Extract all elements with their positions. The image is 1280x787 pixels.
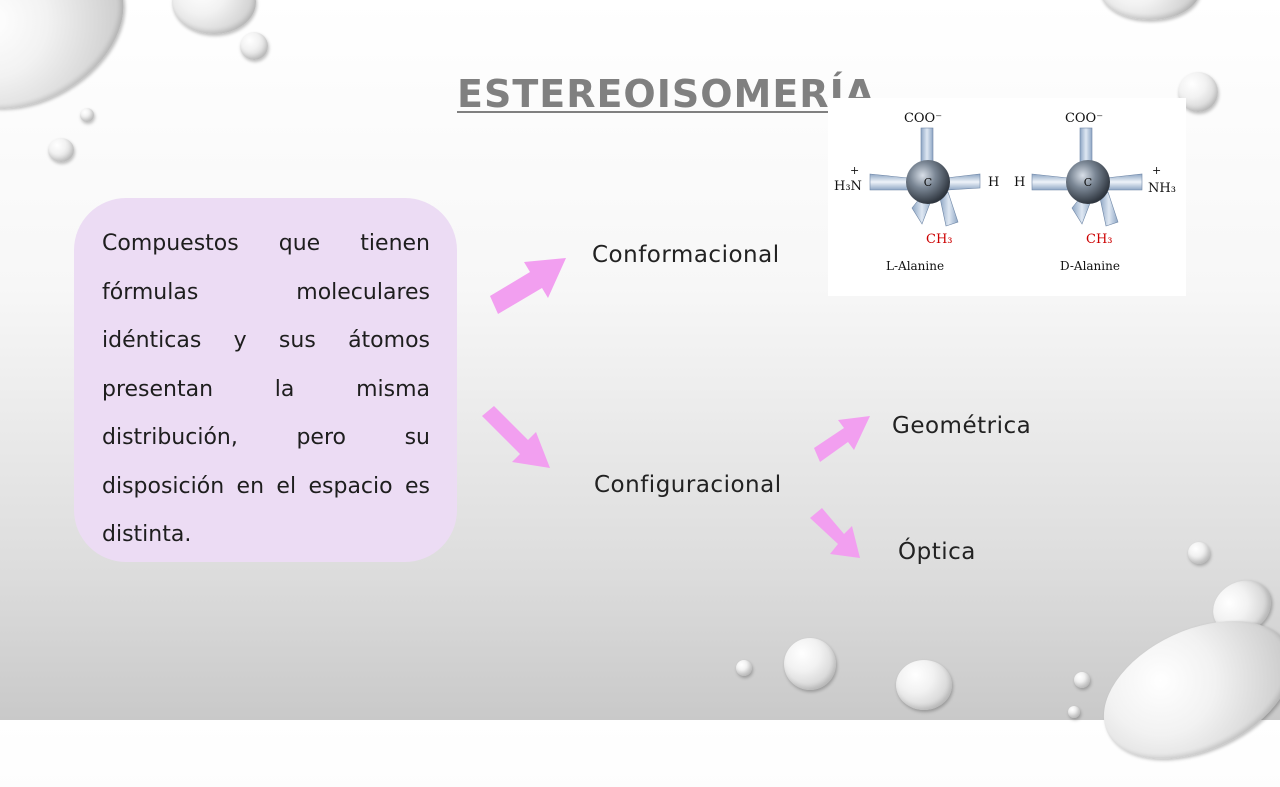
arrow-up-right-icon <box>814 416 870 462</box>
water-drop <box>784 638 836 690</box>
water-drop <box>896 660 952 710</box>
arrow-down-right-icon <box>482 406 550 468</box>
water-drop <box>1100 0 1200 20</box>
water-drop <box>48 138 74 162</box>
svg-text:CH₃: CH₃ <box>1086 232 1113 247</box>
water-drop <box>1068 706 1080 718</box>
water-drop <box>80 108 94 122</box>
svg-text:COO⁻: COO⁻ <box>1065 111 1103 126</box>
definition-text: Compuestos que tienen fórmulas molecular… <box>102 231 430 547</box>
water-drop <box>736 660 752 676</box>
svg-text:C: C <box>924 176 932 189</box>
label-geometrica: Geométrica <box>892 413 1032 439</box>
svg-text:NH₃: NH₃ <box>1148 181 1176 196</box>
svg-text:CH₃: CH₃ <box>926 232 953 247</box>
svg-text:+: + <box>1152 164 1161 177</box>
svg-text:C: C <box>1084 176 1092 189</box>
svg-text:D-Alanine: D-Alanine <box>1060 259 1120 273</box>
water-drop <box>1082 593 1280 787</box>
svg-text:H₃N: H₃N <box>834 179 862 194</box>
svg-text:L-Alanine: L-Alanine <box>886 259 944 273</box>
water-drop <box>1074 672 1090 688</box>
d-alanine-molecule: C COO⁻ H NH₃ + CH₃ D-Alanine <box>1014 111 1176 273</box>
label-configuracional: Configuracional <box>594 472 782 498</box>
page-title: ESTEREOISOMERÍA <box>457 72 876 116</box>
l-alanine-molecule: C COO⁻ H₃N + H CH₃ L-Alanine <box>834 111 999 273</box>
arrow-up-right-icon <box>490 258 566 314</box>
definition-box: Compuestos que tienen fórmulas molecular… <box>74 198 457 562</box>
svg-text:COO⁻: COO⁻ <box>904 111 942 126</box>
label-optica: Óptica <box>898 539 976 565</box>
svg-text:H: H <box>1014 175 1025 190</box>
water-drop <box>172 0 256 34</box>
svg-text:+: + <box>850 164 859 177</box>
arrow-down-right-icon <box>810 508 860 558</box>
label-conformacional: Conformacional <box>592 242 780 268</box>
water-drop <box>1188 542 1210 564</box>
alanine-enantiomers-image: C COO⁻ H₃N + H CH₃ L-Alanine C COO⁻ H NH… <box>828 98 1186 296</box>
svg-text:H: H <box>988 175 999 190</box>
water-drop <box>0 0 152 141</box>
water-drop <box>240 32 268 60</box>
